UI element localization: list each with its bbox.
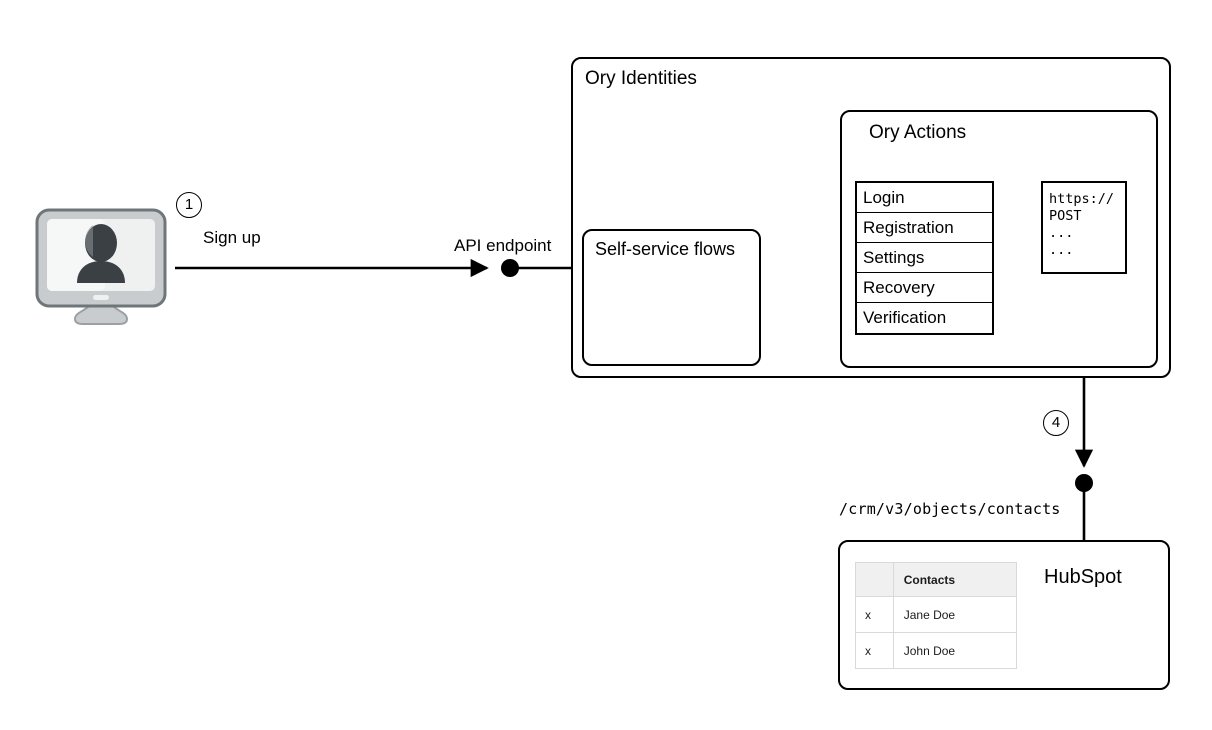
self-service-flows-box bbox=[582, 229, 761, 366]
self-service-flows-title: Self-service flows bbox=[595, 239, 736, 259]
ory-actions-title: Ory Actions bbox=[869, 122, 967, 143]
flow-item-login[interactable]: Login bbox=[857, 183, 992, 213]
ory-actions-flow-list: Login Registration Settings Recovery Ver… bbox=[855, 181, 994, 335]
row-contact-name: Jane Doe bbox=[892, 596, 1018, 633]
edge-label-api-endpoint: API endpoint bbox=[454, 236, 552, 255]
flow-item-verification[interactable]: Verification bbox=[863, 308, 947, 327]
table-row[interactable]: x Jane Doe bbox=[855, 596, 1018, 633]
row-marker: x bbox=[855, 632, 894, 669]
monitor-user-icon bbox=[33, 207, 169, 327]
table-header-marker bbox=[855, 562, 894, 597]
row-marker: x bbox=[855, 596, 894, 633]
ory-identities-title: Ory Identities bbox=[585, 68, 697, 89]
webhook-code-block: https:// POST ... ... bbox=[1041, 181, 1127, 274]
flow-item-registration[interactable]: Registration bbox=[857, 213, 992, 243]
step-badge-4: 4 bbox=[1043, 410, 1069, 436]
hubspot-title: HubSpot bbox=[1044, 566, 1122, 588]
contacts-table: Contacts x Jane Doe x John Doe bbox=[855, 562, 1018, 669]
table-row[interactable]: x John Doe bbox=[855, 632, 1018, 669]
webhook-code-line-ellipsis-2: ... bbox=[1049, 242, 1074, 258]
flow-item-recovery[interactable]: Recovery bbox=[857, 273, 992, 303]
webhook-code-line-ellipsis-1: ... bbox=[1049, 225, 1074, 241]
flow-item-settings[interactable]: Settings bbox=[857, 243, 992, 273]
edge-label-crm-path: /crm/v3/objects/contacts bbox=[839, 500, 1061, 518]
webhook-code-line-url: https:// bbox=[1049, 191, 1115, 207]
step-badge-1: 1 bbox=[176, 192, 202, 218]
edge-label-sign-up: Sign up bbox=[203, 228, 261, 247]
row-contact-name: John Doe bbox=[892, 632, 1018, 669]
webhook-code-line-method: POST bbox=[1049, 208, 1082, 224]
table-header-row: Contacts bbox=[855, 562, 1018, 597]
table-header-contacts: Contacts bbox=[892, 562, 1018, 597]
